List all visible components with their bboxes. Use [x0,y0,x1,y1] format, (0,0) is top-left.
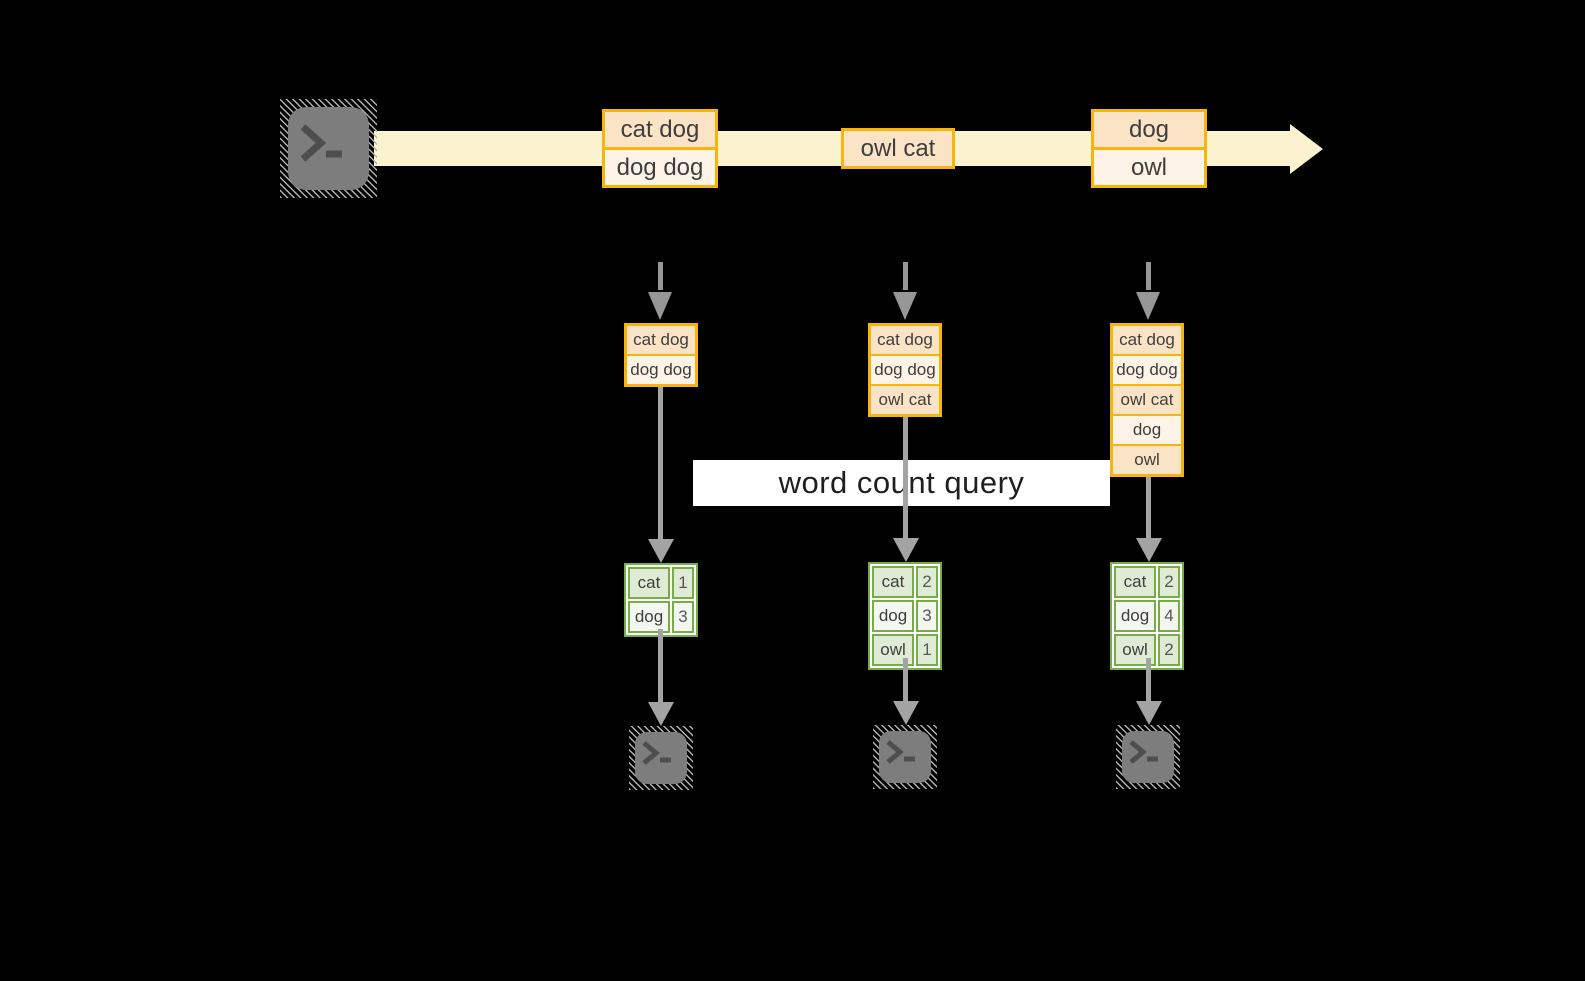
count-value: 4 [1158,600,1180,632]
arrow-shaft [1145,477,1151,538]
count-word: dog [1114,600,1156,632]
count-value: 2 [916,566,938,598]
terminal-prompt-icon [300,124,342,162]
count-word: owl [872,634,914,666]
dashed-arrow-shaft [1145,262,1151,290]
input-window-3: cat dog dog dog owl cat dog owl [1110,323,1184,477]
stream-batch-2: owl cat [841,128,955,169]
window-record: dog dog [1113,356,1181,384]
stream-record: dog dog [605,150,715,185]
arrow-shaft [902,417,908,538]
source-terminal-icon [280,99,377,198]
count-table-2: cat 2 dog 3 owl 1 [868,562,942,670]
stream-record: cat dog [605,112,715,147]
stream-record: dog [1094,112,1204,147]
count-value: 1 [916,634,938,666]
count-word: cat [872,566,914,598]
count-value: 3 [916,600,938,632]
arrow-shaft [1145,658,1151,701]
count-value: 2 [1158,634,1180,666]
arrow-shaft [657,387,663,539]
window-record: dog dog [627,356,695,384]
arrow-head-icon [648,539,674,563]
count-word: cat [1114,566,1156,598]
query-label: word count query [778,465,1025,500]
window-record: dog [1113,416,1181,444]
window-record: owl cat [1113,386,1181,414]
arrow-head-icon [648,702,674,726]
window-record: owl cat [871,386,939,414]
stream-batch-3: dog owl [1091,109,1207,188]
dashed-arrow-head-icon [648,292,672,320]
terminal-prompt-icon [886,740,915,764]
stream-record: owl [1094,150,1204,185]
count-table-3: cat 2 dog 4 owl 2 [1110,562,1184,670]
window-record: cat dog [627,326,695,354]
window-record: cat dog [871,326,939,354]
count-value: 3 [672,601,694,633]
stream-band-arrowhead-icon [1290,124,1323,174]
terminal-prompt-icon [1129,740,1158,764]
arrow-shaft [657,629,663,702]
sink-terminal-icon [629,726,693,790]
dashed-arrow-head-icon [1136,292,1160,320]
arrow-head-icon [893,701,919,725]
count-value: 2 [1158,566,1180,598]
stream-batch-1: cat dog dog dog [602,109,718,188]
window-record: dog dog [871,356,939,384]
dashed-arrow-shaft [657,262,663,290]
count-word: cat [628,567,670,599]
window-record: cat dog [1113,326,1181,354]
dashed-arrow-head-icon [893,292,917,320]
arrow-head-icon [1136,538,1162,562]
dashed-arrow-shaft [902,262,908,290]
arrow-head-icon [893,538,919,562]
count-value: 1 [672,567,694,599]
sink-terminal-icon [1116,725,1180,789]
count-word: dog [628,601,670,633]
terminal-prompt-icon [642,741,671,765]
count-word: dog [872,600,914,632]
stream-record: owl cat [844,131,952,166]
window-record: owl [1113,446,1181,474]
input-window-2: cat dog dog dog owl cat [868,323,942,417]
count-table-1: cat 1 dog 3 [624,563,698,637]
arrow-shaft [902,658,908,701]
sink-terminal-icon [873,725,937,789]
arrow-head-icon [1136,701,1162,725]
terminal-screen [288,107,369,190]
input-window-1: cat dog dog dog [624,323,698,387]
query-label-box: word count query [693,460,1110,506]
